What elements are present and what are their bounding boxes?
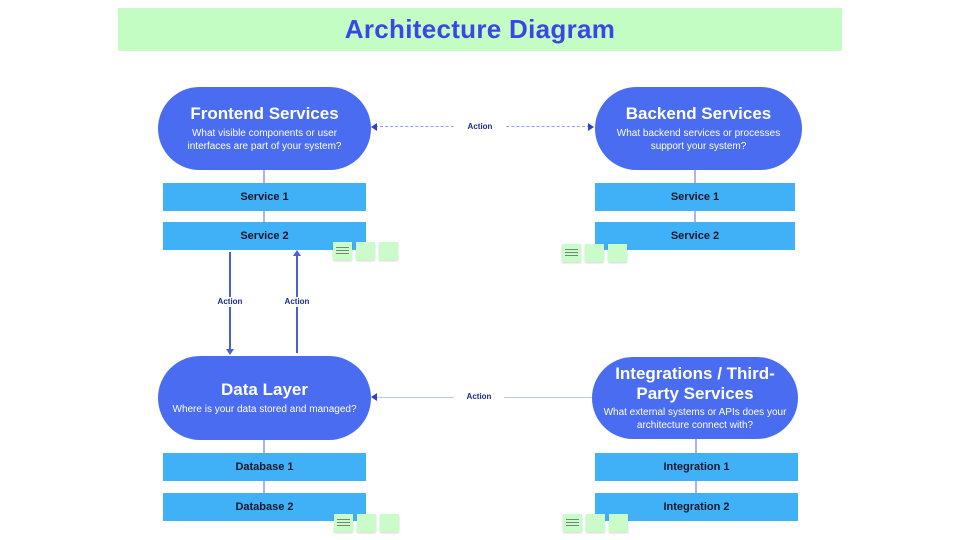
sticky-note-icon[interactable] — [563, 514, 582, 532]
data-layer-title: Data Layer — [221, 380, 308, 400]
frontend-service-2-row[interactable]: Service 2 — [163, 222, 366, 250]
sticky-note-icon[interactable] — [380, 514, 399, 532]
note-scribble-icon — [565, 249, 578, 258]
database-2-row[interactable]: Database 2 — [163, 493, 366, 521]
note-scribble-icon — [566, 519, 579, 528]
integration-1-row[interactable]: Integration 1 — [595, 453, 798, 481]
database-2-label: Database 2 — [235, 501, 294, 513]
connector-backend-service1[interactable] — [694, 170, 696, 183]
data-layer-subtitle: Where is your data stored and managed? — [172, 403, 357, 415]
frontend-service-1-row[interactable]: Service 1 — [163, 183, 366, 211]
note-scribble-icon — [336, 247, 349, 256]
integrations-subtitle: What external systems or APIs does your … — [603, 407, 787, 432]
connector-integrations-integration2[interactable] — [695, 481, 697, 493]
title-banner[interactable]: Architecture Diagram — [118, 8, 842, 51]
backend-service-1-row[interactable]: Service 1 — [595, 183, 795, 211]
connector-data-database1[interactable] — [263, 440, 265, 453]
arrowhead-down-icon — [226, 349, 234, 355]
integration-1-label: Integration 1 — [663, 461, 730, 473]
sticky-note-icon[interactable] — [586, 514, 605, 532]
database-1-label: Database 1 — [235, 461, 294, 473]
sticky-note-icon[interactable] — [333, 242, 352, 260]
frontend-service-1-label: Service 1 — [240, 191, 289, 203]
frontend-services-pill[interactable]: Frontend Services What visible component… — [158, 87, 371, 170]
arrowhead-up-icon — [293, 250, 301, 256]
frontend-title: Frontend Services — [190, 104, 339, 124]
backend-service-2-row[interactable]: Service 2 — [595, 222, 795, 250]
sticky-note-icon[interactable] — [609, 514, 628, 532]
connector-integrations-integration1[interactable] — [695, 439, 697, 453]
arrowhead-right-icon — [588, 123, 594, 131]
arrowhead-left-icon — [371, 123, 377, 131]
frontend-service-2-label: Service 2 — [240, 230, 289, 242]
sticky-note-icon[interactable] — [608, 244, 627, 262]
backend-subtitle: What backend services or processes suppo… — [616, 127, 781, 152]
integration-2-label: Integration 2 — [663, 501, 730, 513]
backend-services-pill[interactable]: Backend Services What backend services o… — [595, 87, 802, 170]
sticky-note-icon[interactable] — [562, 244, 581, 262]
page-title: Architecture Diagram — [344, 14, 616, 44]
note-scribble-icon — [337, 519, 350, 528]
integrations-title: Integrations / Third-Party Services — [615, 363, 775, 403]
integration-2-row[interactable]: Integration 2 — [595, 493, 798, 521]
database-1-row[interactable]: Database 1 — [163, 453, 366, 481]
connector-frontend-service2[interactable] — [263, 211, 265, 222]
data-layer-pill[interactable]: Data Layer Where is your data stored and… — [158, 356, 371, 440]
integrations-pill[interactable]: Integrations / Third-Party Services What… — [592, 357, 798, 439]
sticky-note-icon[interactable] — [357, 514, 376, 532]
action-label-top: Action — [455, 122, 505, 132]
connector-data-database2[interactable] — [263, 481, 265, 493]
backend-service-1-label: Service 1 — [670, 191, 720, 203]
sticky-note-icon[interactable] — [334, 514, 353, 532]
connector-backend-service2[interactable] — [694, 211, 696, 222]
action-label-right-vertical: Action — [272, 297, 322, 307]
sticky-note-icon[interactable] — [356, 242, 375, 260]
sticky-note-icon[interactable] — [585, 244, 604, 262]
arrowhead-left-icon — [371, 393, 377, 401]
backend-service-2-label: Service 2 — [670, 230, 720, 242]
frontend-subtitle: What visible components or user interfac… — [187, 127, 342, 152]
backend-title: Backend Services — [625, 104, 772, 124]
action-label-bottom: Action — [454, 392, 504, 402]
action-label-left-vertical: Action — [205, 297, 255, 307]
connector-frontend-service1[interactable] — [263, 170, 265, 183]
sticky-note-icon[interactable] — [379, 242, 398, 260]
